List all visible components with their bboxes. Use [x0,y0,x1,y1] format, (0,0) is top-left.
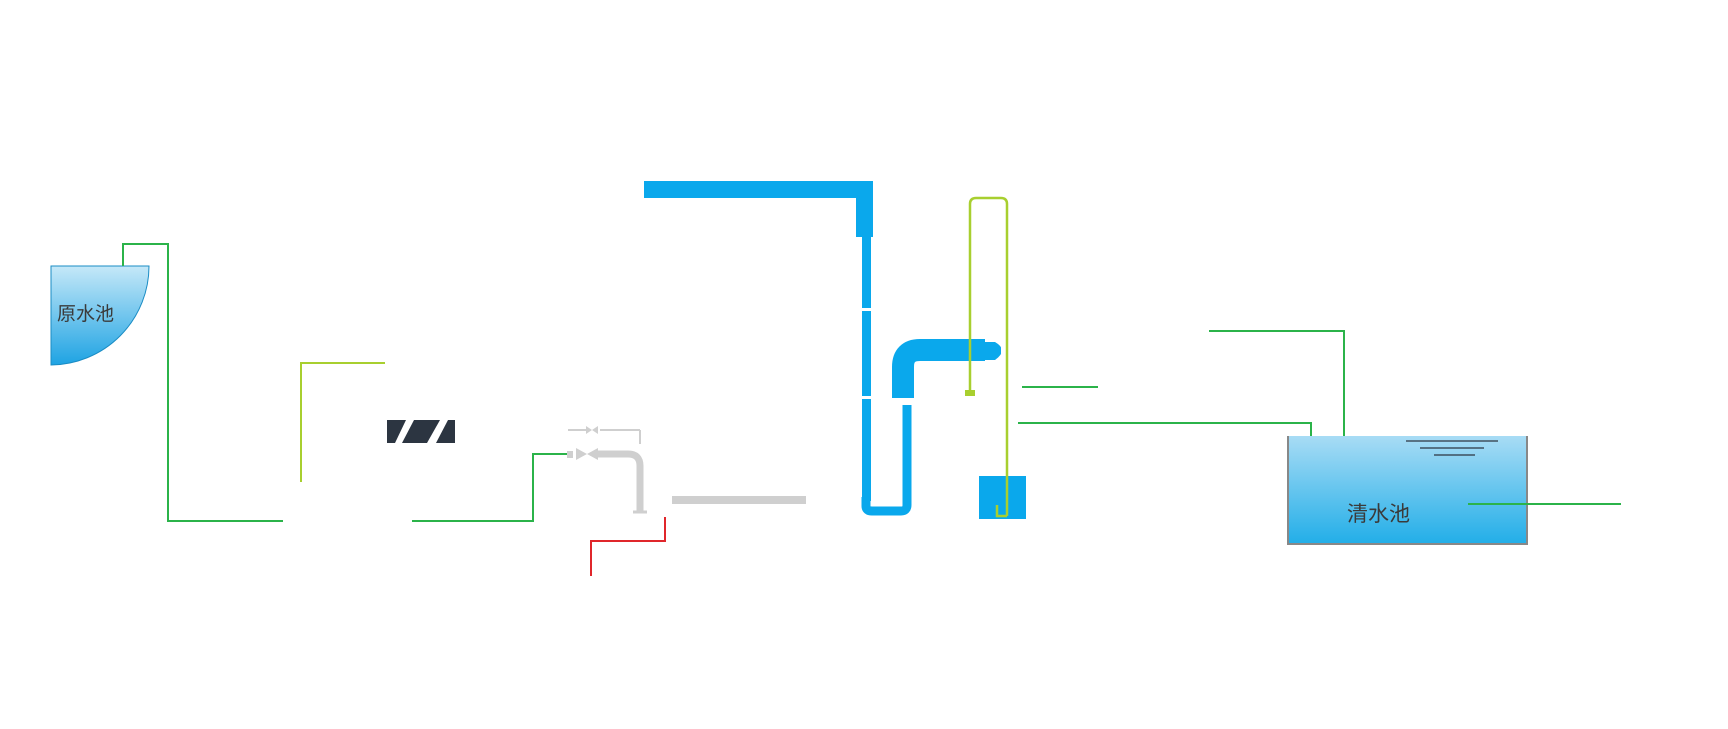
lime-loop-pipe [965,196,1009,518]
outlet-sump-box [979,476,1026,519]
green-pipe-to-clear-pool [1018,422,1312,436]
raw-water-pool: 原水池 [50,265,150,366]
grey-channel [672,496,806,504]
clear-water-pool: 清水池 [1287,436,1528,545]
green-pipe-raw-outlet [122,243,283,522]
green-pipe-to-valve [412,453,567,522]
green-pipe-top-return [1209,330,1345,436]
water-level-lines [1406,440,1498,456]
filter-cartridge [387,420,455,443]
clear-water-pool-label: 清水池 [1347,502,1410,526]
valve-assembly [567,426,647,514]
red-pipe [590,517,666,576]
gate-valve-icon [567,448,598,460]
raw-water-pool-label: 原水池 [57,303,114,325]
lime-pipe-pump-inlet [300,362,385,482]
blue-piping [644,181,1004,516]
